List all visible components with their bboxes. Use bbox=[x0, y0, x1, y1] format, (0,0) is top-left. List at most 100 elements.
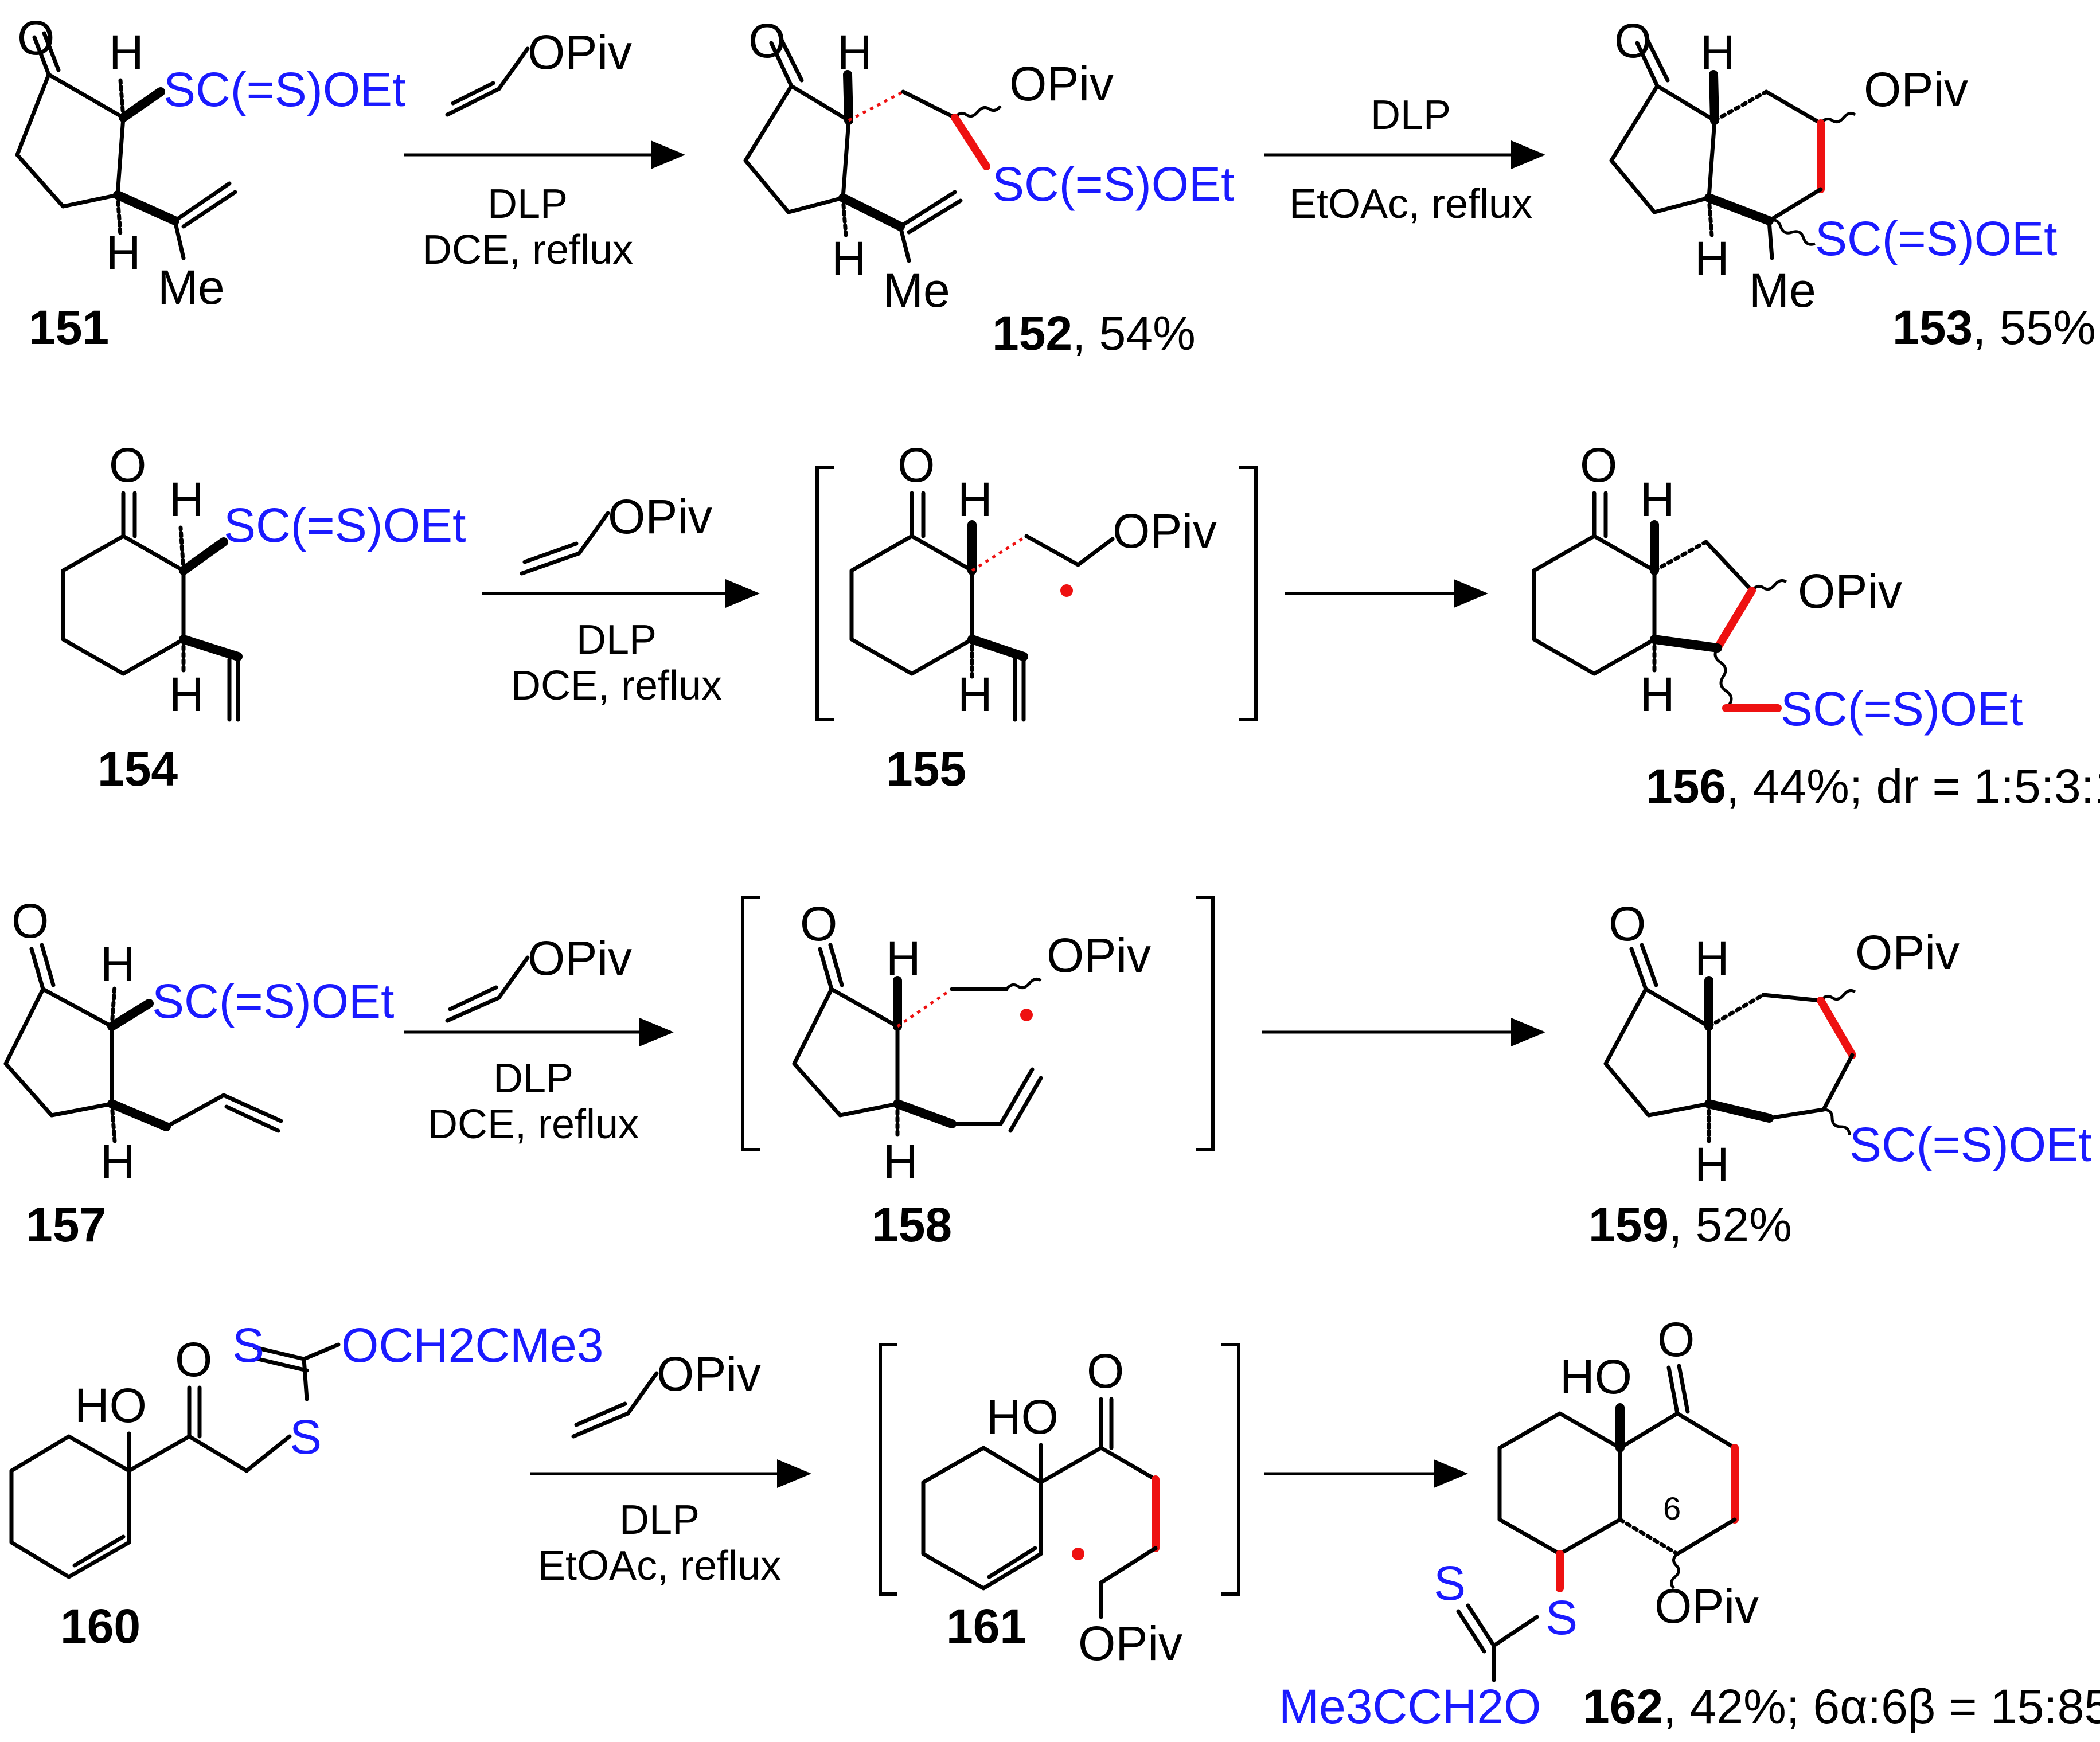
reaction-arrow-2: DLP EtOAc, reflux bbox=[1264, 92, 1545, 227]
compound-number: 156 bbox=[1646, 759, 1726, 813]
xanthate-label: SC(=S)OEt bbox=[163, 63, 405, 116]
hydroxyl-label: HO bbox=[75, 1378, 147, 1432]
opiv-label: OPiv bbox=[528, 931, 632, 985]
opiv-label: OPiv bbox=[657, 1347, 761, 1401]
compound-number: 161 bbox=[946, 1599, 1026, 1653]
xanthate-label: SC(=S)OEt bbox=[224, 498, 466, 552]
compound-number: 158 bbox=[872, 1198, 952, 1252]
yield-label: , 55% bbox=[1973, 300, 2096, 354]
opiv-label: OPiv bbox=[1864, 63, 1968, 116]
carbonyl-o: O bbox=[800, 897, 837, 951]
h-label: H bbox=[832, 232, 866, 286]
h-label: H bbox=[837, 25, 872, 79]
compound-151: O H SC(=S)OEt H Me 151 bbox=[15, 11, 405, 354]
reagent-dlp: DLP bbox=[487, 181, 568, 227]
position-label: 6 bbox=[1663, 1490, 1681, 1526]
opiv-label: OPiv bbox=[1113, 504, 1217, 558]
ester-label: OCH2CMe3 bbox=[341, 1318, 603, 1372]
h-label: H bbox=[958, 667, 993, 721]
carbonyl-o: O bbox=[175, 1333, 212, 1386]
h-label: H bbox=[1695, 1138, 1730, 1192]
compound-number: 157 bbox=[26, 1198, 106, 1252]
compound-157: O H SC(=S)OEt H 157 bbox=[3, 894, 394, 1252]
opiv-label: OPiv bbox=[1798, 564, 1902, 618]
radical-dot bbox=[1020, 1009, 1033, 1021]
me-label: Me bbox=[883, 263, 950, 317]
compound-152: O H OPiv SC(=S)OEt H Me 152 , 54% bbox=[743, 14, 1234, 360]
compound-160: HO O S S OCH2CMe3 160 bbox=[9, 1318, 603, 1653]
h-label: H bbox=[1640, 472, 1675, 526]
yield-label: , 54% bbox=[1072, 306, 1196, 360]
h-label: H bbox=[958, 472, 993, 526]
xanthate-label: SC(=S)OEt bbox=[1781, 682, 2023, 736]
reagent-conditions: EtOAc, reflux bbox=[1289, 181, 1532, 227]
reagent-dlp: DLP bbox=[576, 617, 657, 663]
h-label: H bbox=[883, 1135, 918, 1189]
radical-dot bbox=[1072, 1548, 1084, 1560]
xanthate-label: SC(=S)OEt bbox=[992, 157, 1234, 211]
opiv-label: OPiv bbox=[1855, 925, 1960, 979]
h-label: H bbox=[1695, 232, 1730, 286]
compound-number: 155 bbox=[886, 742, 966, 796]
compound-156: O H OPiv SC(=S)OEt H 156 , 44%; dr = 1:5… bbox=[1532, 438, 2100, 813]
opiv-label: OPiv bbox=[1009, 57, 1114, 111]
carbonyl-o: O bbox=[897, 438, 935, 492]
yield-label: , 42%; 6α:6β = 15:85 bbox=[1663, 1679, 2100, 1733]
opiv-label: OPiv bbox=[1654, 1579, 1759, 1633]
opiv-label: OPiv bbox=[1047, 928, 1151, 982]
h-label: H bbox=[1700, 25, 1735, 79]
compound-number: 151 bbox=[29, 300, 109, 354]
carbonyl-o: O bbox=[748, 14, 786, 68]
h-label: H bbox=[169, 667, 204, 721]
yield-label: , 44%; dr = 1:5:3:1 bbox=[1726, 759, 2100, 813]
h-label: H bbox=[100, 937, 135, 991]
xanthate-label: SC(=S)OEt bbox=[152, 974, 394, 1028]
hydroxyl-label: HO bbox=[1560, 1350, 1632, 1404]
reagent-conditions: DCE, reflux bbox=[422, 227, 633, 273]
reaction-arrow-7: OPiv DLP EtOAc, reflux bbox=[530, 1347, 811, 1589]
sulfur-label: S bbox=[1545, 1591, 1578, 1645]
me-label: Me bbox=[1749, 263, 1816, 317]
reagent-dlp: DLP bbox=[619, 1497, 700, 1543]
reagent-dlp: DLP bbox=[493, 1056, 573, 1102]
compound-number: 153 bbox=[1892, 300, 1973, 354]
compound-155: O H OPiv H 155 bbox=[815, 438, 1258, 796]
compound-158: O H OPiv H 158 bbox=[741, 896, 1215, 1252]
ester-label: Me3CCH2O bbox=[1279, 1679, 1541, 1733]
compound-159: O H OPiv SC(=S)OEt H 159 , 52% bbox=[1588, 897, 2091, 1252]
carbonyl-o: O bbox=[1614, 14, 1652, 68]
yield-label: , 52% bbox=[1669, 1198, 1792, 1252]
reaction-arrow-5: OPiv DLP DCE, reflux bbox=[404, 931, 674, 1147]
carbonyl-o: O bbox=[1087, 1344, 1124, 1398]
h-label: H bbox=[1640, 667, 1675, 721]
hydroxyl-label: HO bbox=[986, 1390, 1059, 1444]
sulfur-label: S bbox=[1434, 1556, 1466, 1610]
sulfur-label: S bbox=[232, 1318, 264, 1372]
compound-number: 159 bbox=[1588, 1198, 1669, 1252]
opiv-label: OPiv bbox=[528, 25, 632, 79]
h-label: H bbox=[106, 226, 141, 280]
carbonyl-o: O bbox=[1657, 1313, 1695, 1366]
h-label: H bbox=[169, 472, 204, 526]
h-label: H bbox=[109, 25, 144, 79]
carbonyl-o: O bbox=[17, 11, 54, 65]
radical-dot bbox=[1060, 584, 1073, 597]
sulfur-label: S bbox=[290, 1410, 322, 1464]
compound-153: O H OPiv SC(=S)OEt Me H 153 , 55% bbox=[1609, 14, 2096, 354]
compound-number: 162 bbox=[1583, 1679, 1663, 1733]
me-label: Me bbox=[158, 260, 225, 314]
reaction-arrow-3: OPiv DLP DCE, reflux bbox=[482, 490, 760, 709]
opiv-label: OPiv bbox=[608, 490, 712, 544]
compound-number: 152 bbox=[992, 306, 1072, 360]
opiv-label: OPiv bbox=[1078, 1616, 1182, 1670]
carbonyl-o: O bbox=[1609, 897, 1646, 951]
compound-154: O H SC(=S)OEt H 154 bbox=[61, 438, 466, 796]
compound-162: HO O 6 OPiv S S Me3CCH2O 162 , 42%; 6α:6… bbox=[1279, 1313, 2100, 1733]
reaction-arrow-1: OPiv DLP DCE, reflux bbox=[404, 25, 685, 273]
compound-161: HO O OPiv 161 bbox=[879, 1343, 1240, 1670]
compound-number: 154 bbox=[97, 742, 178, 796]
reagent-conditions: EtOAc, reflux bbox=[538, 1543, 781, 1589]
reagent-conditions: DCE, reflux bbox=[428, 1102, 639, 1147]
carbonyl-o: O bbox=[11, 894, 49, 948]
